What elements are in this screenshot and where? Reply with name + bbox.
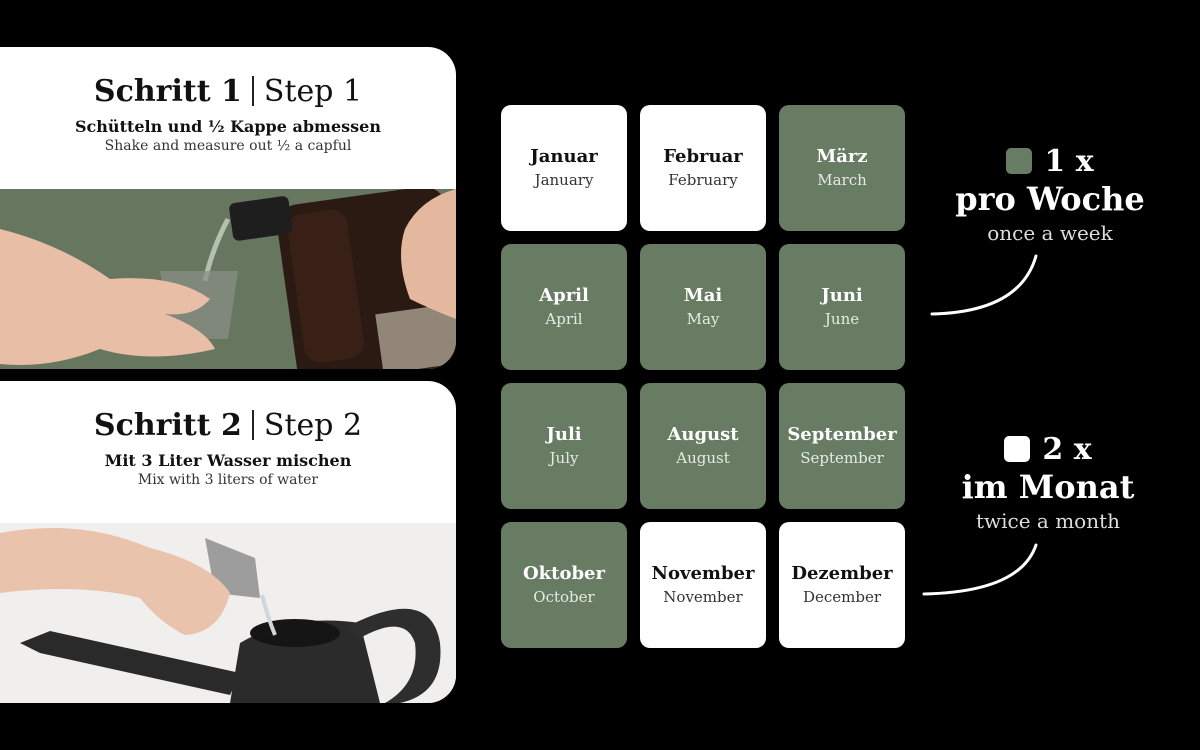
month-name-en: April — [545, 310, 583, 328]
month-name-de: Dezember — [791, 563, 893, 584]
legend-twice-label-de: im Monat — [961, 468, 1135, 506]
legend-weekly-label-en: once a week — [987, 221, 1113, 245]
step-2-card: Schritt 2 Step 2 Mit 3 Liter Wasser misch… — [0, 381, 456, 703]
title-divider — [251, 410, 254, 440]
month-name-de: November — [651, 563, 755, 584]
month-name-de: August — [667, 424, 739, 445]
step-1-header: Schritt 1 Step 1 Schütteln und ½ Kappe ab… — [0, 47, 456, 189]
month-name-en: January — [534, 171, 594, 189]
step-1-title-de: Schritt 1 — [93, 74, 242, 109]
step-1-instruction-en: Shake and measure out ½ a capful — [104, 138, 352, 154]
step-1-instruction-de: Schütteln und ½ Kappe abmessen — [75, 117, 381, 136]
step-2-title: Schritt 2 Step 2 — [0, 381, 456, 445]
legend-twice-swatch — [1004, 436, 1031, 462]
month-name-de: September — [787, 424, 897, 445]
step-1-card: Schritt 1 Step 1 Schütteln und ½ Kappe ab… — [0, 47, 456, 369]
month-name-en: August — [676, 449, 730, 467]
step-2-photo — [0, 523, 456, 703]
legend-twice-frequency: 2 x — [933, 432, 1163, 468]
month-name-en: September — [800, 449, 884, 467]
month-name-en: July — [549, 449, 579, 467]
step-1-title-en: Step 1 — [263, 74, 363, 109]
legend-weekly-label-de: pro Woche — [955, 180, 1145, 218]
month-name-en: November — [663, 588, 743, 606]
legend-weekly-swatch — [1006, 148, 1033, 174]
month-name-de: Mai — [683, 285, 723, 306]
step-2-title-de: Schritt 2 — [93, 408, 242, 443]
month-name-en: June — [824, 310, 860, 328]
step-1-photo — [0, 189, 456, 369]
step-2-title-en: Step 2 — [263, 408, 363, 443]
month-name-de: Oktober — [523, 563, 605, 584]
month-name-de: Juli — [546, 424, 582, 445]
legend-weekly-frequency: 1 x — [935, 144, 1165, 180]
month-name-en: March — [817, 171, 867, 189]
step-2-instruction-de: Mit 3 Liter Wasser mischen — [104, 451, 352, 470]
legend-weekly: 1 x pro Woche once a week — [935, 144, 1165, 248]
legend-twice-freq-text: 2 x — [1042, 432, 1092, 467]
month-name-en: February — [668, 171, 738, 189]
legend-twice-label-en: twice a month — [975, 509, 1121, 533]
month-name-en: October — [533, 588, 595, 606]
month-name-de: Juni — [821, 285, 863, 306]
month-name-de: Februar — [663, 146, 743, 167]
weekly-connector-line — [930, 254, 1038, 316]
title-divider — [251, 76, 254, 106]
month-name-de: März — [816, 146, 868, 167]
step-2-header: Schritt 2 Step 2 Mit 3 Liter Wasser misch… — [0, 381, 456, 523]
step-1-title: Schritt 1 Step 1 — [0, 47, 456, 111]
step-2-instruction-en: Mix with 3 liters of water — [137, 472, 319, 488]
month-name-en: December — [802, 588, 882, 606]
twice-connector-line — [922, 543, 1038, 596]
month-name-en: May — [686, 310, 720, 328]
legend-weekly-freq-text: 1 x — [1044, 144, 1094, 179]
legend-twice: 2 x im Monat twice a month — [933, 432, 1163, 536]
month-name-de: April — [539, 285, 589, 306]
month-name-de: Januar — [530, 146, 598, 167]
